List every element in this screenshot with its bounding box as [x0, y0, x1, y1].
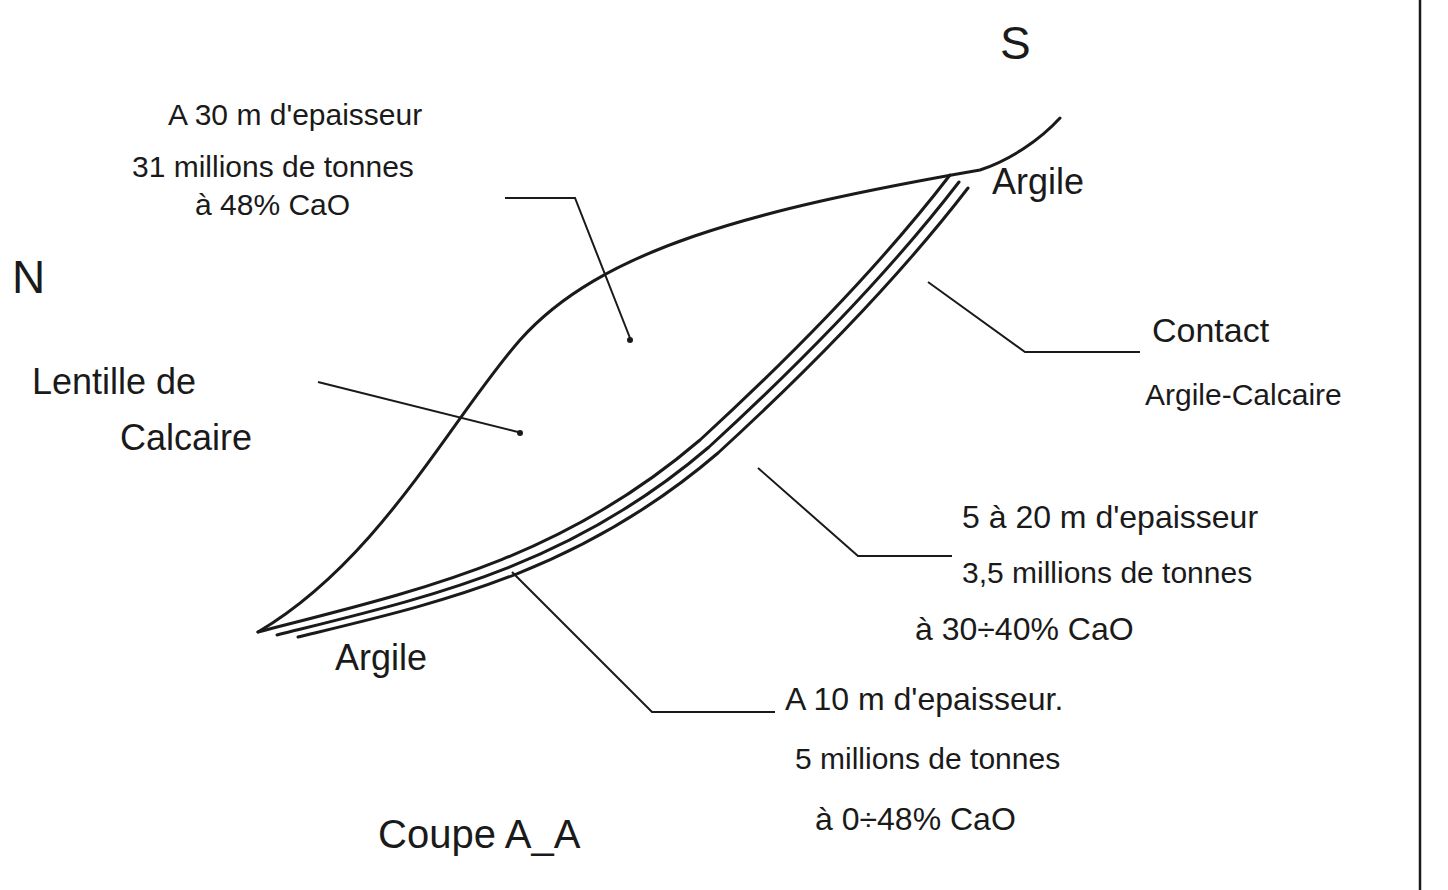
rock-label: Argile — [992, 162, 1084, 202]
leader-line — [505, 198, 630, 338]
contact-label: Contact — [1152, 312, 1269, 349]
direction-label: N — [12, 252, 45, 303]
leader-line — [758, 468, 952, 556]
tonnage-note: 31 millions de tonnes — [132, 150, 414, 183]
contact-line — [277, 182, 959, 635]
lens-label: Calcaire — [120, 418, 252, 458]
section-title: Coupe A_A — [378, 812, 580, 856]
thickness-note: 5 à 20 m d'epaisseur — [962, 500, 1258, 535]
grade-note: à 30÷40% CaO — [915, 612, 1134, 647]
thickness-note: A 10 m d'epaisseur. — [785, 682, 1063, 717]
lens-upper-boundary — [258, 118, 1060, 632]
thickness-note: A 30 m d'epaisseur — [168, 98, 422, 131]
lens-label: Lentille de — [32, 362, 196, 402]
contact-label: Argile-Calcaire — [1145, 378, 1342, 411]
frame-line — [1419, 0, 1422, 890]
grade-note: à 48% CaO — [195, 188, 350, 221]
tonnage-note: 3,5 millions de tonnes — [962, 556, 1252, 589]
grade-note: à 0÷48% CaO — [815, 802, 1016, 837]
contact-line — [298, 188, 968, 637]
leader-line — [928, 282, 1140, 352]
direction-label: S — [1000, 18, 1031, 69]
tonnage-note: 5 millions de tonnes — [795, 742, 1060, 775]
leader-dot — [627, 337, 633, 343]
leader-dot — [517, 430, 523, 436]
leader-line — [512, 572, 775, 712]
contact-line — [258, 175, 950, 632]
rock-label: Argile — [335, 638, 427, 678]
leader-line — [318, 382, 518, 432]
